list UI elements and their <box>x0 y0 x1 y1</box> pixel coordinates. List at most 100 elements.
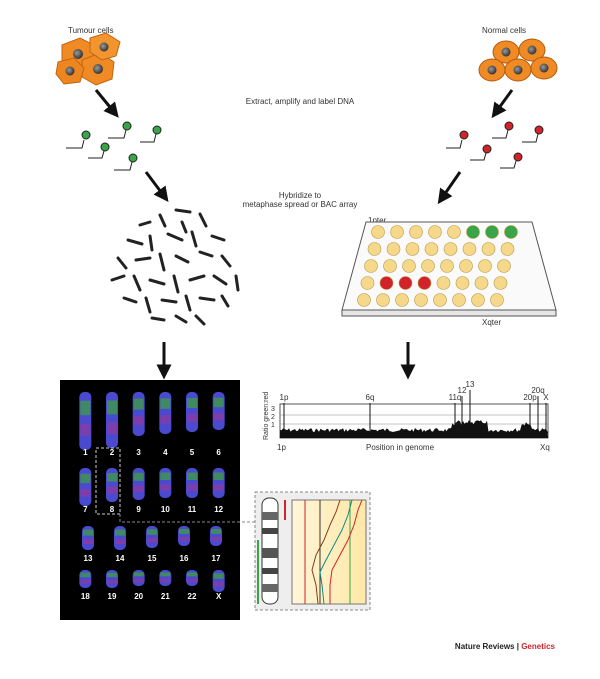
hybridize-step-label-2: metaphase spread or BAC array <box>242 200 358 209</box>
array-spot <box>478 259 492 273</box>
array-spot <box>443 242 458 256</box>
chromosome-label: 8 <box>109 505 115 514</box>
array-spot <box>452 293 466 307</box>
chromosome-label: 3 <box>136 448 141 457</box>
chromosome-6 <box>212 392 225 430</box>
marker-label: 20q <box>531 386 545 395</box>
journal-name: Nature Reviews <box>454 642 515 651</box>
array-spot <box>383 259 397 273</box>
array-spot <box>497 259 511 273</box>
chromosome-X <box>212 570 225 592</box>
chromosome-label: 16 <box>179 554 189 563</box>
chromosome-label: 17 <box>211 554 221 563</box>
chromosome-20 <box>132 570 145 586</box>
normal-cells-illustration <box>478 38 558 82</box>
array-spot <box>367 242 382 256</box>
array-spot <box>402 259 416 273</box>
array-spot <box>440 259 454 273</box>
tumour-cells-illustration <box>55 32 121 86</box>
red-labelled-dna <box>446 121 544 169</box>
chromosome-label: 11 <box>187 505 197 514</box>
array-spot <box>379 276 394 290</box>
array-spot <box>417 276 432 290</box>
metaphase-spread <box>110 208 240 326</box>
array-spot <box>500 242 515 256</box>
array-spot <box>414 293 428 307</box>
chromosome-label: 10 <box>160 505 170 514</box>
array-spot <box>360 276 375 290</box>
hybridize-step-label-1: Hybridize to <box>278 191 322 200</box>
array-spot <box>485 225 499 239</box>
array-spot <box>424 242 439 256</box>
journal-credit: Nature Reviews | Genetics <box>455 642 555 651</box>
marker-label: 6q <box>365 393 375 402</box>
array-spot <box>428 225 442 239</box>
bac-array-slide <box>341 221 557 317</box>
chromosome-16 <box>178 526 190 546</box>
arrow-to-array <box>437 171 462 205</box>
array-spot <box>462 242 477 256</box>
chromosome-22 <box>186 570 198 586</box>
chromosome-label: X <box>215 592 222 601</box>
array-spot <box>371 225 385 239</box>
journal-section: Genetics <box>521 642 555 651</box>
array-spot <box>466 225 480 239</box>
chromosome-label: 9 <box>136 505 141 514</box>
chromosome-15 <box>146 526 158 548</box>
array-spot <box>471 293 485 307</box>
plot-end-label: Xq <box>540 443 550 452</box>
array-pter-label: 1pter <box>368 216 387 225</box>
chromosome-label: 22 <box>187 592 197 601</box>
array-spot <box>447 225 461 239</box>
marker-label: 1p <box>279 393 289 402</box>
chromosome-11 <box>186 468 198 498</box>
array-spot <box>376 293 390 307</box>
arrow-normal-to-dna <box>491 89 514 119</box>
chromosome-label: 1 <box>83 448 88 457</box>
chromosome-14 <box>114 526 126 550</box>
chromosome-4 <box>159 392 172 434</box>
plot-start-label: 1p <box>277 443 286 452</box>
array-spot <box>390 225 404 239</box>
chromosome-8 <box>106 468 118 502</box>
array-spot <box>364 259 378 273</box>
array-spot <box>490 293 504 307</box>
chromosome-label: 6 <box>216 448 221 457</box>
chromosome-label: 2 <box>109 448 115 457</box>
marker-label: X <box>543 393 549 402</box>
arrow-to-metaphase <box>144 171 169 202</box>
chromosome-2 <box>106 392 118 448</box>
position-axis-label: Position in genome <box>365 443 435 452</box>
array-spot <box>386 242 401 256</box>
tumour-cells-label: Tumour cells <box>68 26 114 35</box>
chromosome-label: 15 <box>147 554 157 563</box>
array-spot <box>481 242 496 256</box>
ratio-plot <box>279 390 549 439</box>
extract-step-label: Extract, amplify and label DNA <box>245 97 355 106</box>
ytick-3: 3 <box>271 406 275 413</box>
array-spot <box>436 276 451 290</box>
zoom-inset <box>254 491 371 611</box>
chromosome-label: 7 <box>83 505 88 514</box>
ytick-2: 2 <box>271 414 275 421</box>
marker-label: 13 <box>465 380 475 389</box>
chromosome-5 <box>186 392 198 432</box>
chromosome-label: 18 <box>80 592 90 601</box>
chromosome-9 <box>132 468 145 500</box>
chromosome-10 <box>159 468 172 498</box>
array-spot <box>474 276 489 290</box>
chromosome-12 <box>212 468 225 498</box>
chromosome-label: 20 <box>134 592 144 601</box>
array-spot <box>459 259 473 273</box>
array-spot <box>395 293 409 307</box>
chromosome-label: 13 <box>83 554 93 563</box>
green-labelled-dna <box>66 121 162 171</box>
credit-separator: | <box>514 642 522 651</box>
normal-cells-label: Normal cells <box>482 26 527 35</box>
array-spot <box>504 225 518 239</box>
marker-label: 12 <box>457 386 467 395</box>
array-spot <box>421 259 435 273</box>
ytick-1: 1 <box>271 422 275 429</box>
chromosome-19 <box>106 570 118 588</box>
